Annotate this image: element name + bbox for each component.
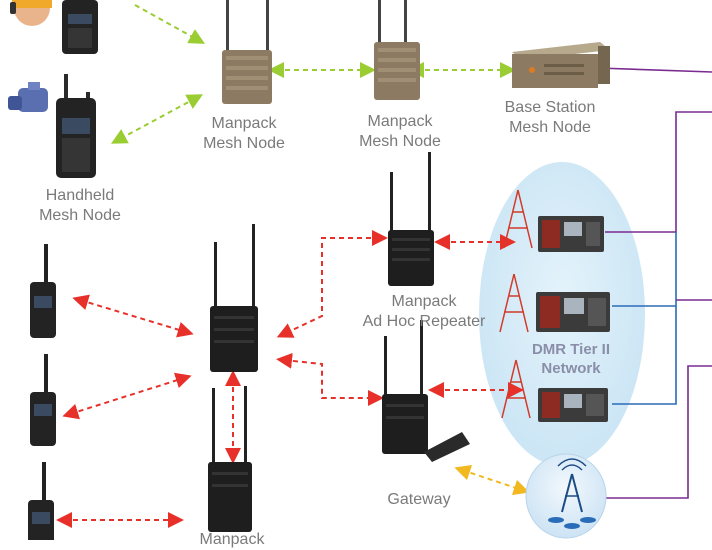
camera-icon	[8, 82, 48, 112]
dmr-tower-1	[503, 189, 533, 249]
label-gateway: Gateway	[387, 491, 451, 508]
manpack-mesh-node-1	[222, 0, 272, 104]
manpack-bottom	[208, 386, 252, 532]
backhaul-lines	[597, 67, 712, 499]
dmr-repeater-1	[538, 216, 604, 252]
mesh-links	[110, 4, 516, 144]
manpack-mesh-node-2	[374, 0, 420, 100]
handheld-radio-left-3	[28, 462, 54, 544]
handheld-radio-left-1	[30, 244, 56, 338]
dmr-repeater-3	[538, 388, 608, 422]
adhoc-links	[56, 230, 524, 528]
manpack-central	[210, 224, 258, 372]
network-tower-icon	[525, 453, 607, 539]
dmr-tower-3	[501, 359, 531, 419]
handheld-mesh-node	[56, 74, 96, 178]
dmr-tower-2	[499, 273, 529, 333]
handheld-radio-top	[62, 0, 98, 54]
user-person-icon	[10, 0, 52, 26]
gateway-link	[454, 464, 530, 496]
handheld-radio-left-2	[30, 354, 56, 446]
dmr-repeater-2	[536, 292, 610, 332]
manpack-adhoc-repeater	[388, 152, 434, 286]
base-station-mesh-node	[512, 42, 610, 88]
gateway-manpack	[382, 320, 470, 462]
label-manpack-bottom: Manpack	[199, 531, 265, 548]
